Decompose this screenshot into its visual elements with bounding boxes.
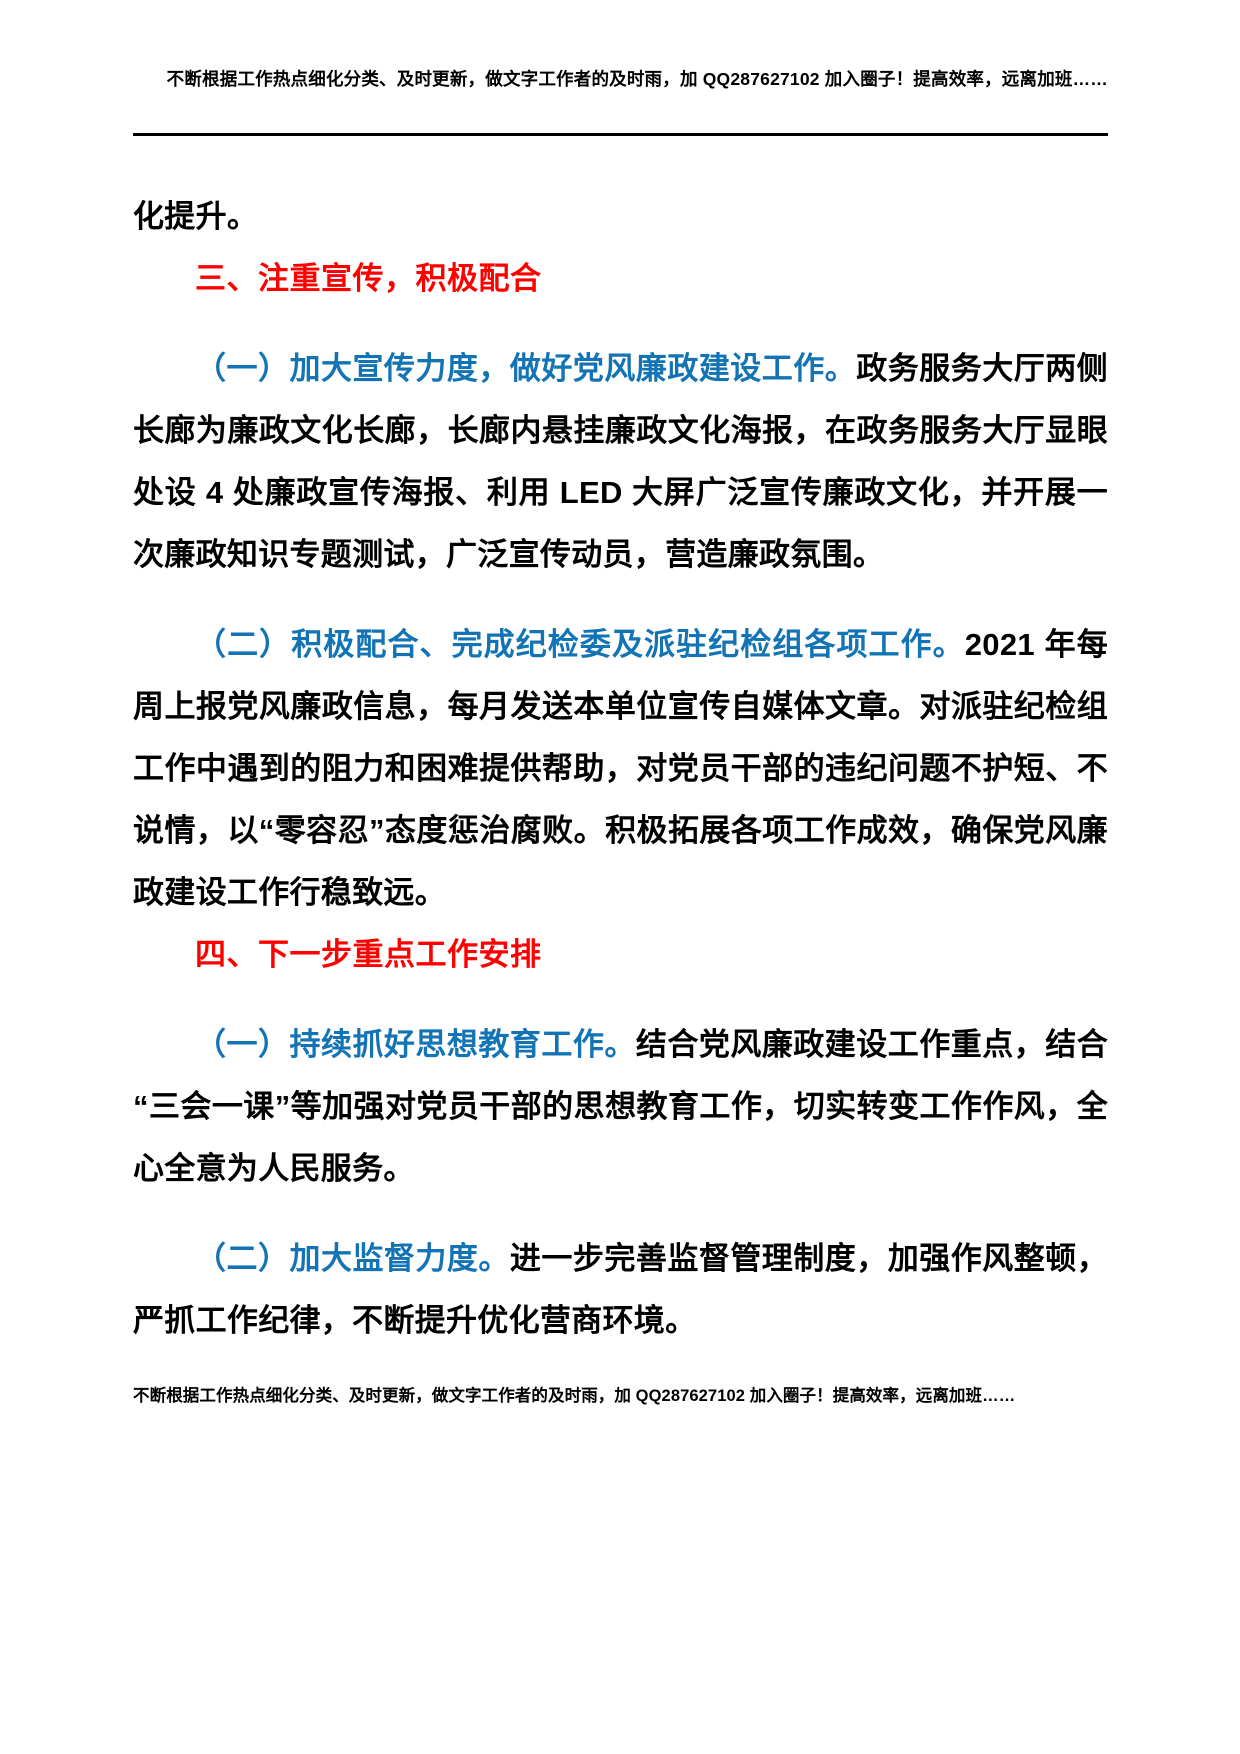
- sub-heading-four-two: （二）加大监督力度。: [195, 1241, 510, 1276]
- paragraph-four-two-text: 进一步完善监督管理制度，加强作风整顿，严抓工作纪律，不断提升优化营商环境。: [133, 1241, 1108, 1338]
- sub-heading-four-one: （一）持续抓好思想教育工作。: [195, 1027, 636, 1062]
- continuation-paragraph: 化提升。: [133, 199, 259, 234]
- paragraph-four-one: （一）持续抓好思想教育工作。结合党风廉政建设工作重点，结合“三会一课”等加强对党…: [133, 1014, 1108, 1200]
- section-heading-four: 四、下一步重点工作安排: [195, 937, 542, 972]
- sub-heading-three-one: （一）加大宣传力度，做好党风廉政建设工作。: [195, 351, 857, 386]
- page-header: 不断根据工作热点细化分类、及时更新，做文字工作者的及时雨，加 QQ2876271…: [133, 62, 1108, 96]
- header-divider-rule: [133, 133, 1108, 136]
- paragraph-three-two-text: 2021 年每周上报党风廉政信息，每月发送本单位宣传自媒体文章。对派驻纪检组工作…: [133, 627, 1108, 910]
- paragraph-three-one: （一）加大宣传力度，做好党风廉政建设工作。政务服务大厅两侧长廊为廉政文化长廊，长…: [133, 338, 1108, 586]
- paragraph-three-two: （二）积极配合、完成纪检委及派驻纪检组各项工作。2021 年每周上报党风廉政信息…: [133, 614, 1108, 924]
- paragraph-four-one-text: 结合党风廉政建设工作重点，结合“三会一课”等加强对党员干部的思想教育工作，切实转…: [133, 1027, 1109, 1186]
- paragraph-four-two: （二）加大监督力度。进一步完善监督管理制度，加强作风整顿，严抓工作纪律，不断提升…: [133, 1228, 1108, 1352]
- footer-banner-text: 不断根据工作热点细化分类、及时更新，做文字工作者的及时雨，加 QQ2876271…: [133, 1387, 1016, 1405]
- section-heading-three: 三、注重宣传，积极配合: [195, 261, 542, 296]
- page-footer: 不断根据工作热点细化分类、及时更新，做文字工作者的及时雨，加 QQ2876271…: [133, 1381, 1108, 1412]
- header-banner-text: 不断根据工作热点细化分类、及时更新，做文字工作者的及时雨，加 QQ2876271…: [166, 69, 1108, 89]
- document-body: 化提升。 三、注重宣传，积极配合 （一）加大宣传力度，做好党风廉政建设工作。政务…: [133, 186, 1108, 1352]
- paragraph-three-one-text: 政务服务大厅两侧长廊为廉政文化长廊，长廊内悬挂廉政文化海报，在政务服务大厅显眼处…: [133, 351, 1108, 572]
- sub-heading-three-two: （二）积极配合、完成纪检委及派驻纪检组各项工作。: [195, 627, 965, 662]
